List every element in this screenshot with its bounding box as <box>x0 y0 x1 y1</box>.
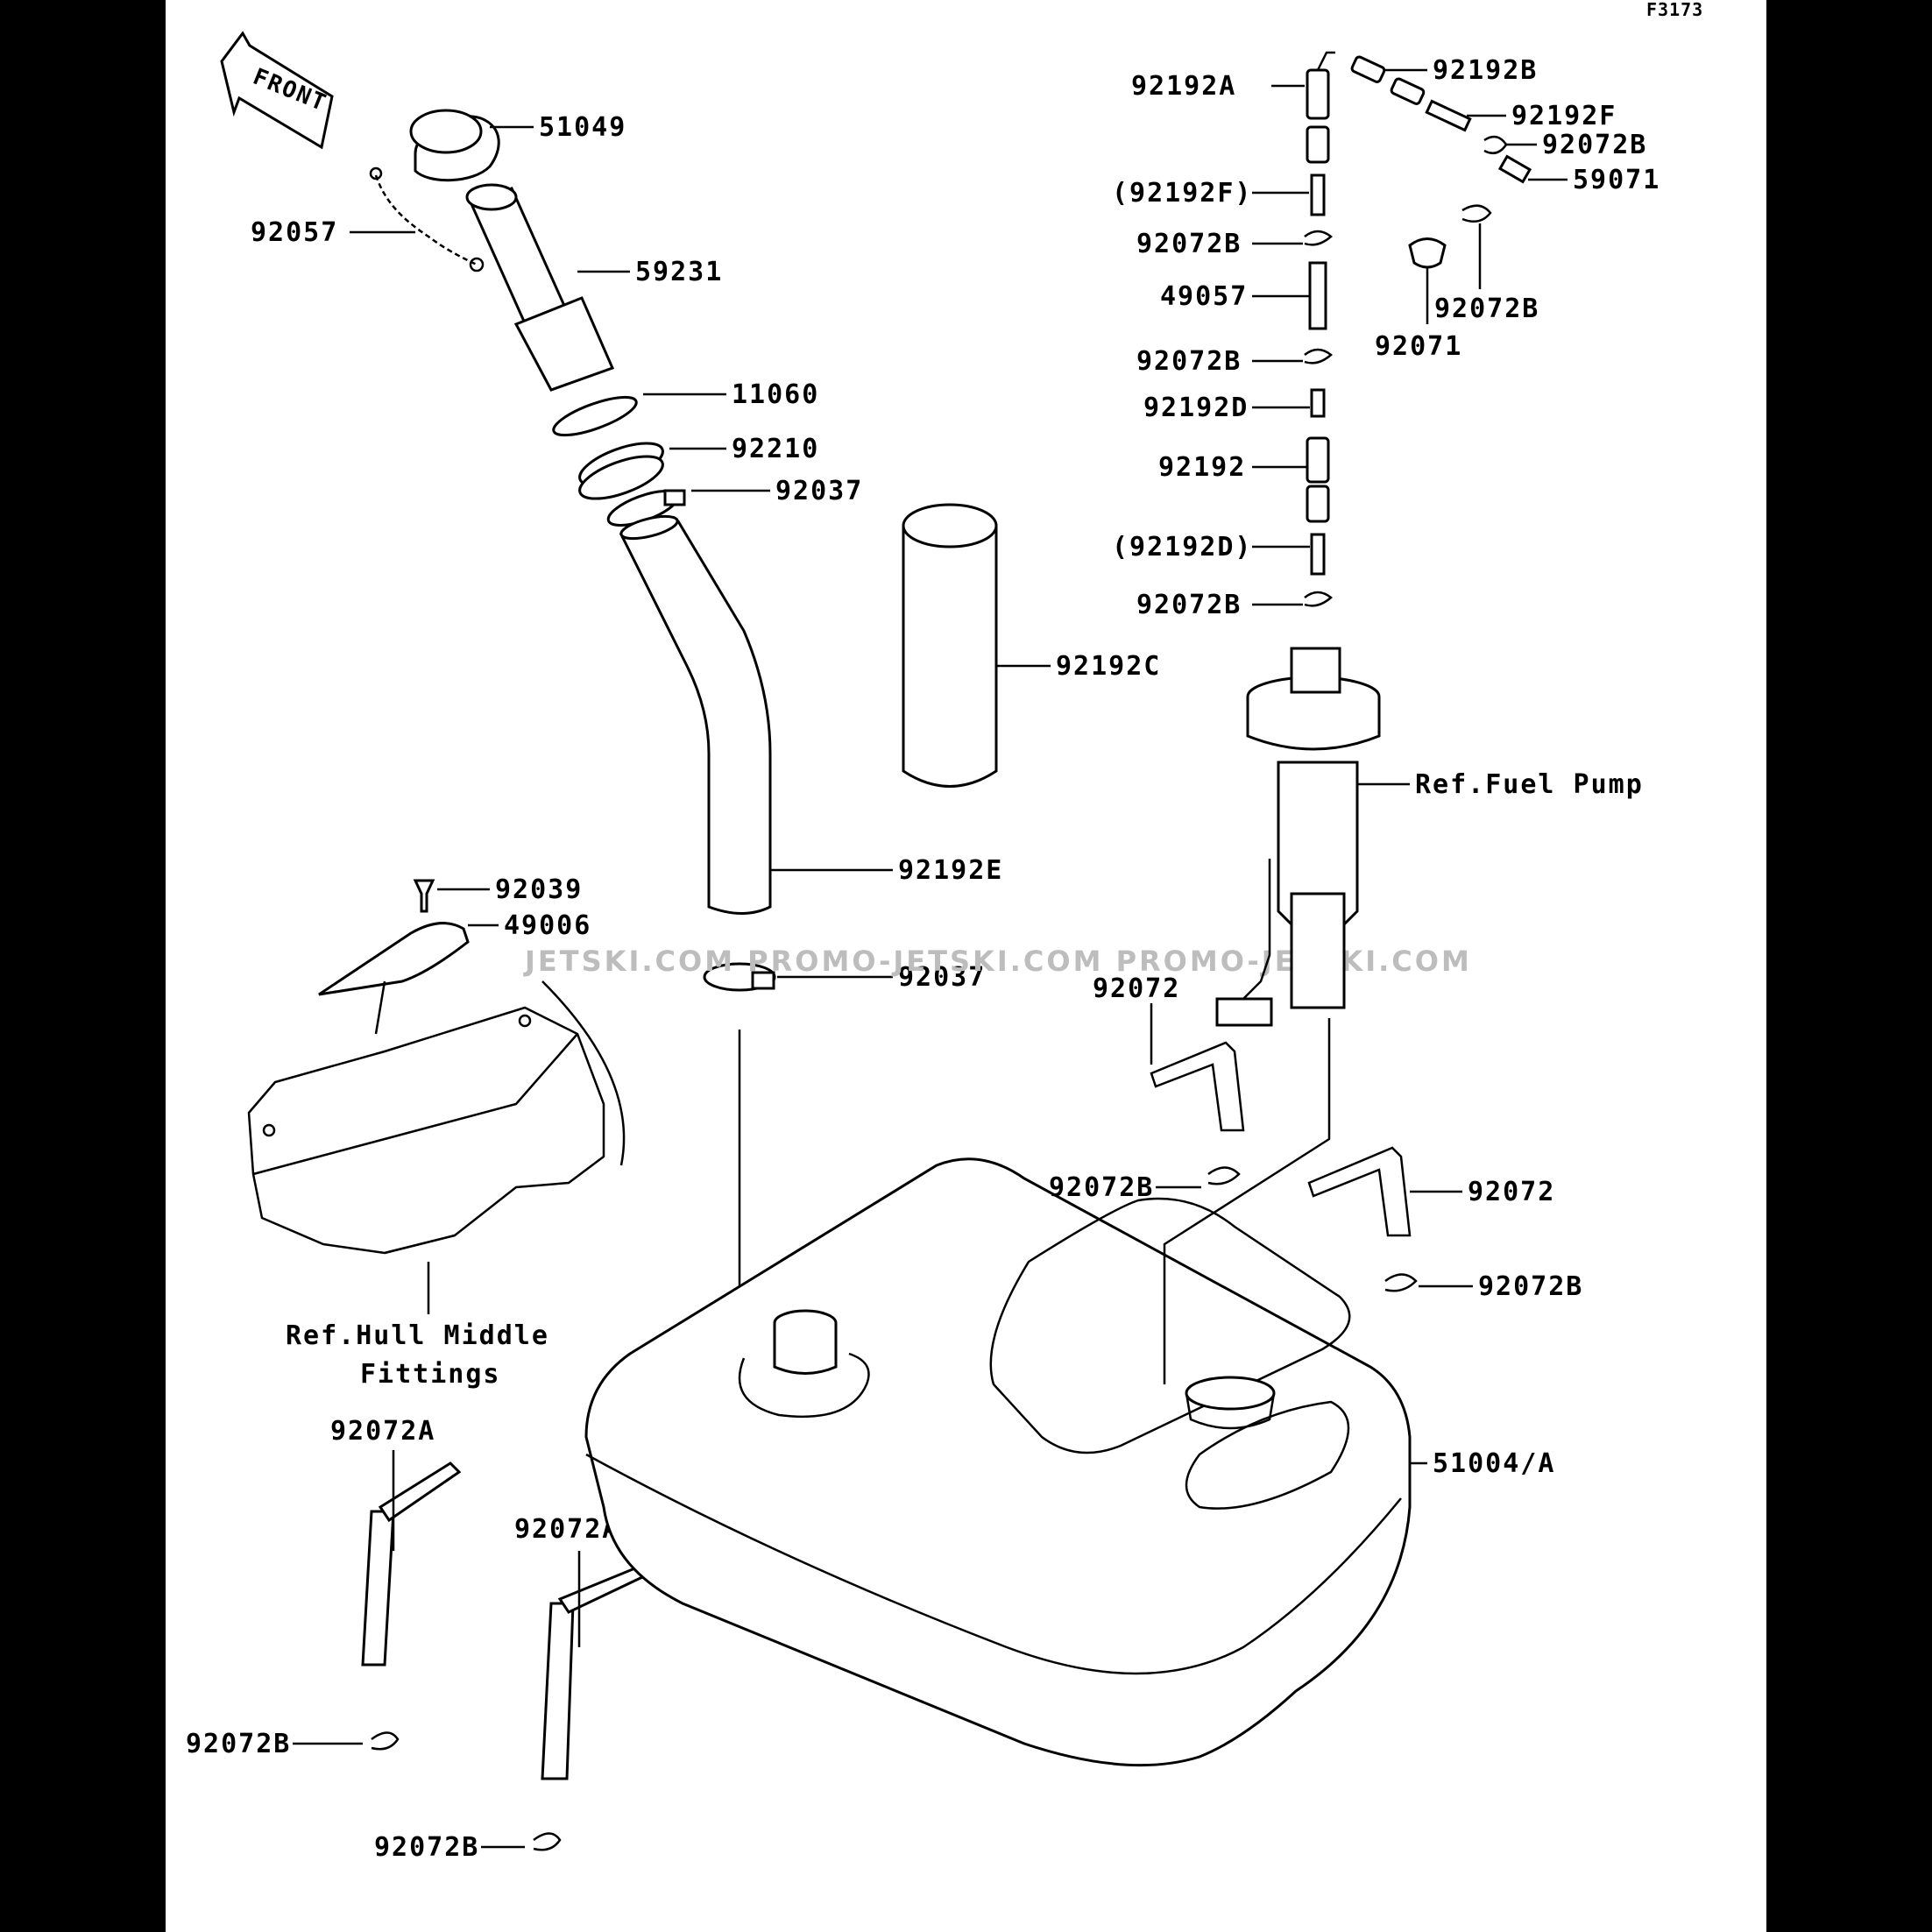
strap-left-2-part <box>541 1558 663 1780</box>
label-92192F: 92192F <box>1511 101 1617 131</box>
rivet-part <box>413 879 435 913</box>
clip-mid-2-part <box>1384 1273 1418 1292</box>
label-92192E: 92192E <box>898 855 1003 886</box>
label-92072B-c2: 92072B <box>1136 346 1242 377</box>
fuel-cap-part <box>409 109 500 182</box>
parts-diagram-sheet: F3173 FRONT 51049 92057 59231 11060 9221… <box>166 0 1766 1932</box>
fuel-tank-part <box>584 1157 1412 1767</box>
cap-chain-part <box>369 166 485 272</box>
label-92072B-l2: 92072B <box>374 1832 479 1863</box>
label-92192: 92192 <box>1158 452 1246 483</box>
label-11060: 11060 <box>732 379 819 410</box>
label-fuel-pump-ref: Ref.Fuel Pump <box>1415 769 1644 800</box>
label-92192C: 92192C <box>1056 651 1161 682</box>
label-92057: 92057 <box>251 217 338 248</box>
label-92039: 92039 <box>495 874 583 905</box>
label-92072-1: 92072 <box>1093 973 1180 1004</box>
straight-hose-part <box>902 524 998 788</box>
label-92072B-c1: 92072B <box>1136 229 1242 259</box>
label-92072B-c3: 92072B <box>1136 590 1242 620</box>
cover-plate-part <box>318 922 470 996</box>
hull-fitting-part <box>247 980 626 1255</box>
label-92072B-l1: 92072B <box>186 1729 291 1759</box>
hull-ref-line2: Fittings <box>360 1359 501 1390</box>
label-92192D-paren: (92192D) <box>1112 532 1253 563</box>
label-92071: 92071 <box>1375 331 1462 362</box>
strap-right-1-part <box>1150 1041 1245 1132</box>
label-49057: 49057 <box>1160 281 1248 312</box>
label-92072B-r2: 92072B <box>1434 294 1539 324</box>
label-92192A: 92192A <box>1131 71 1236 102</box>
label-92072A-1: 92072A <box>330 1416 435 1447</box>
clip-left-1-part <box>371 1731 400 1751</box>
front-arrow-icon: FRONT <box>220 31 334 150</box>
label-92072B-m1: 92072B <box>1049 1172 1154 1203</box>
label-51049: 51049 <box>539 112 626 143</box>
label-92072B-m2: 92072B <box>1478 1271 1583 1302</box>
nut-part <box>578 442 664 500</box>
strap-right-2-part <box>1307 1146 1412 1237</box>
gasket-part <box>552 395 638 437</box>
label-92210: 92210 <box>732 434 819 464</box>
clip-left-2-part <box>533 1832 562 1851</box>
vent-hose-column <box>1304 68 1333 607</box>
label-59231: 59231 <box>635 257 723 287</box>
label-92037-lower: 92037 <box>898 962 986 993</box>
hose-clamp-lower-part <box>703 962 776 992</box>
clip-mid-1-part <box>1207 1166 1241 1185</box>
label-49006: 49006 <box>504 910 591 941</box>
label-92072-2: 92072 <box>1468 1177 1555 1207</box>
vent-branch <box>1350 55 1532 269</box>
label-92192F-paren: (92192F) <box>1112 178 1253 209</box>
label-92037-upper: 92037 <box>775 476 863 506</box>
hull-ref-line1: Ref.Hull Middle <box>286 1320 549 1351</box>
strap-left-1-part <box>361 1461 462 1667</box>
fuel-pump-part <box>1215 647 1381 1027</box>
label-92192B: 92192B <box>1433 55 1538 86</box>
label-92072A-2: 92072A <box>514 1514 619 1545</box>
label-92072B-r1: 92072B <box>1542 130 1647 160</box>
figure-code: F3173 <box>1646 0 1703 20</box>
label-59071: 59071 <box>1573 165 1660 195</box>
label-92192D: 92192D <box>1143 393 1249 423</box>
label-51004A: 51004/A <box>1433 1448 1555 1479</box>
filler-neck-part <box>465 183 615 392</box>
parts-diagram: F3173 FRONT 51049 92057 59231 11060 9221… <box>186 0 1703 1863</box>
bent-hose-part <box>619 520 772 915</box>
